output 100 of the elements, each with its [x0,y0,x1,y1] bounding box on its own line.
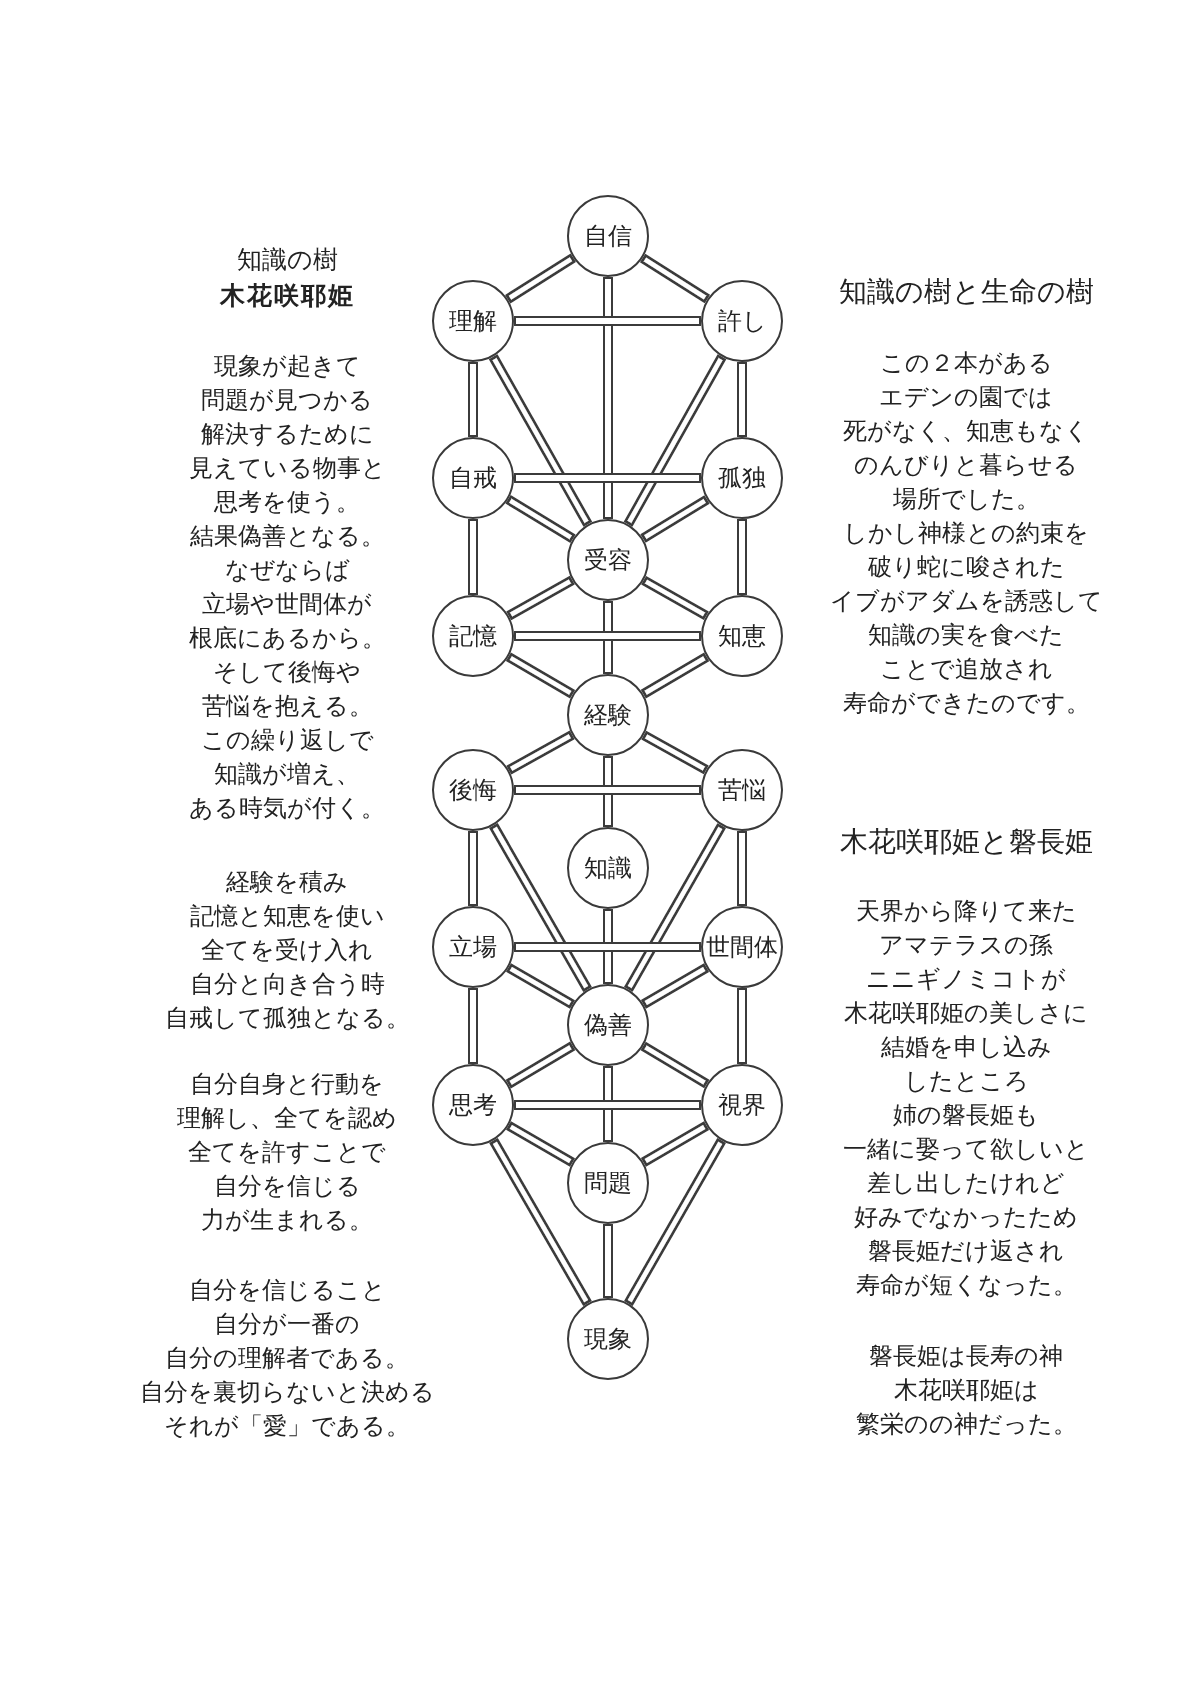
text-line: そして後悔や [213,657,361,688]
text-line: 現象が起きて [213,351,361,382]
text-line: この２本がある [879,348,1053,379]
text-line: 寿命ができたのです。 [842,688,1090,719]
text-line: 問題が見つかる [201,385,373,416]
tube-connector [737,362,747,437]
tube-connector [489,823,592,992]
tube-connector [489,1138,592,1306]
text-line: 理解し、全てを認め [177,1103,397,1134]
tube-connector [603,1224,613,1298]
text-line: 破り蛇に唆された [867,552,1065,583]
text-line: それが「愛」である。 [164,1411,410,1442]
tube-connector [506,963,575,1009]
tube-connector [468,519,478,595]
text-line: 場所でした。 [892,484,1040,515]
text-line: イブがアダムを誘惑して [829,586,1103,617]
text-line: 木花咲耶姫の美しさに [844,998,1088,1029]
tube-connector [514,1100,701,1110]
tube-connector [514,631,701,641]
text-line: 寿命が短くなった。 [855,1270,1077,1301]
tube-connector [603,601,613,674]
tube-connector [737,519,747,595]
text-line: 全てを受け入れ [201,935,373,966]
text-line: 自戒して孤独となる。 [164,1003,410,1034]
text-line: 自分を裏切らないと決める [139,1377,435,1408]
tube-connector [603,1066,613,1142]
column-title: 知識の樹 [236,244,338,276]
text-line: 天界から降りて来た [855,896,1077,927]
text-line: 木花咲耶姫は [893,1375,1039,1406]
tube-connector [639,253,711,304]
text-line: 立場や世間体が [202,589,372,620]
tube-connector [488,354,593,527]
tube-connector [641,575,709,621]
tube-connector [640,652,710,699]
section-heading: 木花咲耶姫と磐長姫 [839,825,1093,859]
text-line: ある時気が付く。 [189,793,385,824]
tube-connector [640,495,710,543]
text-line: なぜならば [224,555,350,586]
text-line: 苦悩を抱える。 [201,691,373,722]
text-line: 繁栄のの神だった。 [855,1409,1077,1440]
text-line: 全てを許すことで [188,1137,386,1168]
tube-connector [505,253,576,304]
tube-connector [468,988,478,1064]
tube-connector [641,730,709,775]
text-line: 死がなく、知恵もなく [843,416,1089,447]
text-line: ニニギノミコトが [866,964,1066,995]
tube-connector [640,1041,710,1089]
tube-connector [514,473,701,483]
tube-connector [623,823,727,992]
text-line: 自分を信じること [188,1275,386,1306]
tube-connector [514,316,701,326]
tube-connector [603,756,613,827]
text-line: 思考を使う。 [214,487,360,518]
text-line: 磐長姫だけ返され [868,1236,1064,1267]
text-line: 自分の理解者である。 [165,1343,409,1374]
section-heading: 知識の樹と生命の樹 [838,275,1094,309]
tube-connector [737,988,747,1064]
text-line: 自分と向き合う時 [189,969,385,1000]
text-line: 差し出したけれど [867,1168,1065,1199]
text-line: アマテラスの孫 [879,930,1053,961]
tube-connector [603,277,613,519]
text-line: のんびりと暮らせる [854,450,1078,481]
text-line: 見えている物事と [188,453,386,484]
column-subtitle: 木花咲耶姫 [219,280,355,312]
tube-connector [506,1121,575,1167]
text-line: 自分を信じる [213,1171,361,1202]
tube-connector [603,909,613,984]
text-line: 根底にあるから。 [188,623,386,654]
tube-connector [506,730,575,775]
text-line: 経験を積み [226,867,348,898]
tube-connector [640,963,710,1009]
text-line: 解決するために [200,419,374,450]
tube-connector [514,942,701,952]
text-line: 結婚を申し込み [880,1032,1052,1063]
tube-connector [623,354,727,527]
tube-connector [640,1121,710,1167]
text-line: しかし神様との約束を [843,518,1089,549]
tube-connector [505,495,576,543]
text-line: 磐長姫は長寿の神 [869,1341,1063,1372]
tube-connector [468,831,478,906]
tube-connector [505,652,576,699]
text-line: 好みでなかったため [854,1202,1078,1233]
text-line: 自分自身と行動を [190,1069,384,1100]
tube-connector [624,1138,726,1306]
text-line: ことで追放され [879,654,1053,685]
tube-connector [468,362,478,437]
text-line: したところ [903,1066,1029,1097]
text-line: 知識の実を食べた [868,620,1064,651]
text-line: この繰り返しで [200,725,374,756]
text-line: エデンの園では [879,382,1053,413]
text-line: 知識が増え、 [214,759,360,790]
text-line: 記憶と知恵を使い [189,901,385,932]
text-line: 姉の磐長姫も [893,1100,1039,1131]
text-line: 結果偽善となる。 [189,521,385,552]
tube-connector [737,831,747,906]
tube-connector [505,1041,576,1089]
text-line: 力が生まれる。 [201,1205,373,1236]
tube-connector [514,785,701,795]
tube-connector [506,575,575,621]
text-line: 一緒に娶って欲しいと [843,1134,1089,1165]
